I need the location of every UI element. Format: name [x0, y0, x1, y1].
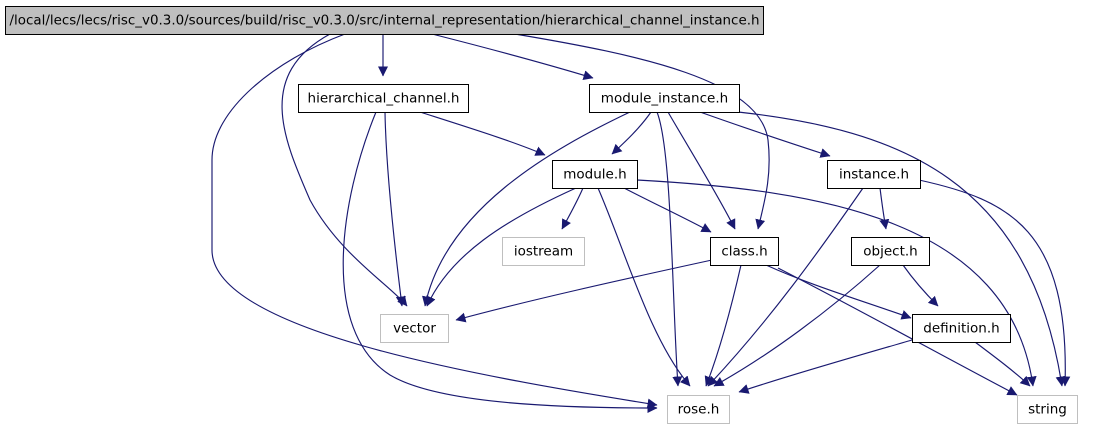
edge-module-to-string: [636, 179, 1037, 387]
node-label: hierarchical_channel.h: [308, 91, 460, 107]
node-root[interactable]: /local/lecs/lecs/risc_v0.3.0/sources/bui…: [5, 6, 764, 35]
edge-root-to-module-instance: [431, 33, 594, 81]
edge-root-to-rose: [211, 33, 658, 409]
edge-root-to-vector: [281, 33, 408, 307]
node-module-instance[interactable]: module_instance.h: [589, 84, 740, 113]
edge-module-to-rose: [597, 187, 691, 387]
node-module[interactable]: module.h: [552, 160, 638, 189]
node-class[interactable]: class.h: [710, 237, 779, 266]
edge-object-to-definition: [902, 264, 939, 307]
node-iostream: iostream: [502, 237, 585, 266]
node-label: instance.h: [839, 167, 909, 183]
edge-module-instance-to-rose: [656, 111, 683, 387]
edge-class-to-vector: [455, 259, 713, 323]
edge-hierarchical-channel-to-vector: [384, 111, 406, 307]
edge-module-instance-to-vector: [422, 111, 631, 307]
node-instance[interactable]: instance.h: [827, 160, 921, 189]
edge-hierarchical-channel-to-rose: [342, 111, 658, 413]
node-label: module_instance.h: [601, 91, 728, 107]
node-rose: rose.h: [667, 395, 730, 424]
edge-module-to-iostream: [561, 187, 584, 230]
node-label: rose.h: [678, 402, 720, 418]
edge-definition-to-string: [974, 341, 1031, 387]
node-box: [552, 160, 638, 189]
edge-instance-to-object: [879, 187, 890, 230]
edge-class-to-definition: [765, 264, 912, 320]
edge-module-instance-to-module: [611, 111, 652, 155]
edge-module-instance-to-string: [737, 111, 1066, 387]
edge-object-to-rose: [713, 264, 881, 387]
node-label: iostream: [514, 244, 573, 260]
node-string: string: [1017, 395, 1078, 424]
edge-instance-to-rose: [707, 187, 864, 387]
node-vector: vector: [380, 314, 449, 343]
node-box: [827, 160, 921, 189]
edge-instance-to-string: [918, 179, 1071, 387]
node-label: string: [1028, 402, 1067, 418]
node-box: [502, 237, 585, 266]
edges-layer: [211, 33, 1071, 413]
node-box: [589, 84, 740, 113]
node-box: [667, 395, 730, 424]
node-label: vector: [393, 321, 436, 337]
node-label: class.h: [721, 244, 767, 260]
edge-module-to-vector: [426, 187, 577, 307]
node-box: [5, 6, 764, 35]
nodes-layer: /local/lecs/lecs/risc_v0.3.0/sources/bui…: [5, 6, 1078, 424]
edge-definition-to-rose: [738, 339, 913, 394]
edge-class-to-rose: [704, 264, 742, 387]
edge-module-instance-to-instance: [699, 111, 831, 158]
edge-root-to-class: [514, 33, 770, 230]
node-box: [1017, 395, 1078, 424]
node-hierarchical-channel[interactable]: hierarchical_channel.h: [298, 84, 469, 113]
edge-module-instance-to-class: [667, 111, 736, 230]
node-box: [298, 84, 469, 113]
node-label: /local/lecs/lecs/risc_v0.3.0/sources/bui…: [10, 13, 760, 29]
node-label: definition.h: [923, 321, 999, 337]
node-label: object.h: [863, 244, 917, 260]
node-label: module.h: [563, 167, 626, 183]
node-box: [380, 314, 449, 343]
edge-module-to-class: [623, 187, 712, 233]
node-box: [851, 237, 930, 266]
node-box: [912, 314, 1011, 343]
node-object[interactable]: object.h: [851, 237, 930, 266]
edge-class-to-string: [777, 267, 1018, 396]
node-definition[interactable]: definition.h: [912, 314, 1011, 343]
node-box: [710, 237, 779, 266]
edge-hierarchical-channel-to-module: [419, 111, 546, 156]
